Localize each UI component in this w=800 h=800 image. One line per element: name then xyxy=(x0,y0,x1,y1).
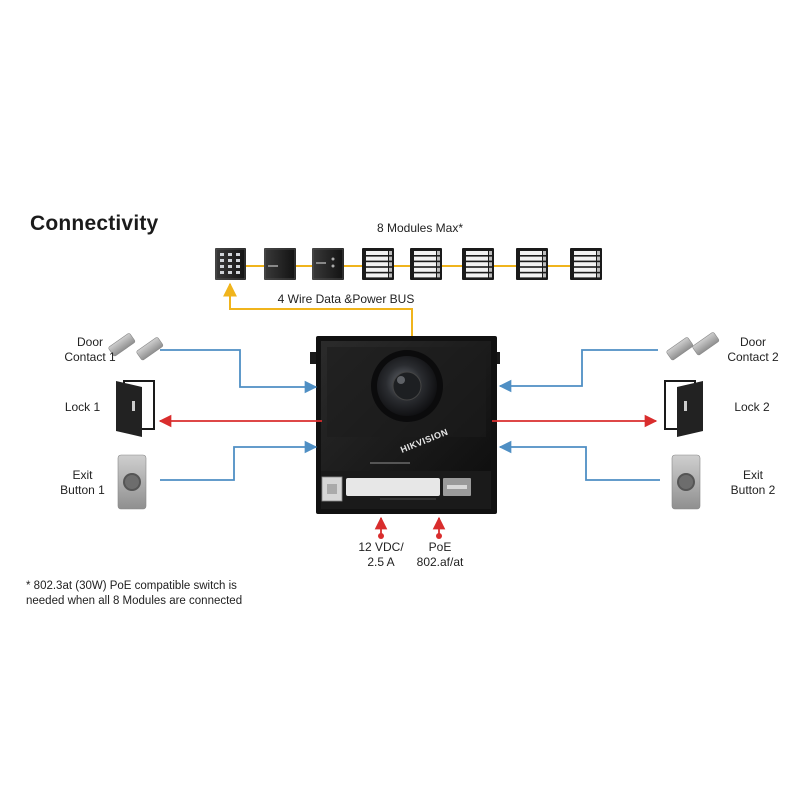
door-contact-1-line xyxy=(160,349,318,394)
door-contact-1-label-line1: Door xyxy=(76,335,103,349)
exit-button-2-label: Exit Button 2 xyxy=(718,468,788,498)
dc-power-label-line1: 12 VDC/ xyxy=(358,540,404,554)
exit-button-1-label: Exit Button 1 xyxy=(50,468,115,498)
lock-1-label: Lock 1 xyxy=(55,400,110,415)
lock-1-icon xyxy=(116,380,155,437)
lock-2-label-line1: Lock 2 xyxy=(734,400,770,414)
name-card-module-icon xyxy=(516,248,548,280)
door-contact-2-icon xyxy=(666,332,720,361)
speaker-slit xyxy=(370,462,410,464)
name-card-module-icon xyxy=(570,248,602,280)
door-contact-1-label: Door Contact 1 xyxy=(55,335,125,365)
name-card-module-icon xyxy=(462,248,494,280)
name-card-modules xyxy=(362,248,602,280)
dc-power-label: 12 VDC/ 2.5 A xyxy=(343,540,419,570)
keypad-module-icon xyxy=(215,248,246,280)
name-card-slot xyxy=(346,478,440,496)
poe-power-label: PoE 802.af/at xyxy=(407,540,473,570)
exit-button-1-icon xyxy=(117,454,147,510)
poe-power-label-line1: PoE xyxy=(428,540,452,554)
door-contact-2-label-line2: Contact 2 xyxy=(727,350,779,364)
poe-power-label-line2: 802.af/at xyxy=(416,555,464,569)
footnote: * 802.3at (30W) PoE compatible switch is… xyxy=(26,579,242,609)
exit-button-2-line xyxy=(498,440,660,481)
connections xyxy=(158,349,660,534)
name-card-module-icon xyxy=(410,248,442,280)
lock-1-label-line1: Lock 1 xyxy=(64,400,101,414)
dc-power-label-line2: 2.5 A xyxy=(367,555,395,569)
exit-button-1-label-line1: Exit xyxy=(72,468,93,482)
bus-line xyxy=(223,282,413,336)
door-contact-1-icon xyxy=(108,333,164,361)
door-contact-1-label-line2: Contact 1 xyxy=(64,350,116,364)
lock-2-label: Lock 2 xyxy=(722,400,782,415)
name-card-module-icon xyxy=(362,248,394,280)
exit-button-2-label-line2: Button 2 xyxy=(730,483,776,497)
dc-power-dot xyxy=(378,533,384,539)
blank-module-icon xyxy=(264,248,296,280)
main-unit xyxy=(310,336,500,514)
poe-power-dot xyxy=(436,533,442,539)
bus-label: 4 Wire Data &Power BUS xyxy=(277,292,415,306)
exit-button-1-line xyxy=(160,440,318,481)
exit-button-2-icon xyxy=(671,454,701,510)
exit-button-2-label-line1: Exit xyxy=(742,468,763,482)
footnote-line2: needed when all 8 Modules are connected xyxy=(26,595,243,607)
lock-2-icon xyxy=(664,380,703,437)
page-title: Connectivity xyxy=(30,212,159,235)
door-contact-2-label: Door Contact 2 xyxy=(718,335,788,365)
footnote-line1: * 802.3at (30W) PoE compatible switch is xyxy=(26,580,237,592)
module-chain xyxy=(215,248,602,336)
door-contact-2-label-line1: Door xyxy=(739,335,766,349)
door-contact-2-line xyxy=(498,349,658,393)
modules-max-label: 8 Modules Max* xyxy=(376,221,464,235)
exit-button-1-label-line2: Button 1 xyxy=(60,483,105,497)
indicator-module-icon xyxy=(312,248,344,280)
